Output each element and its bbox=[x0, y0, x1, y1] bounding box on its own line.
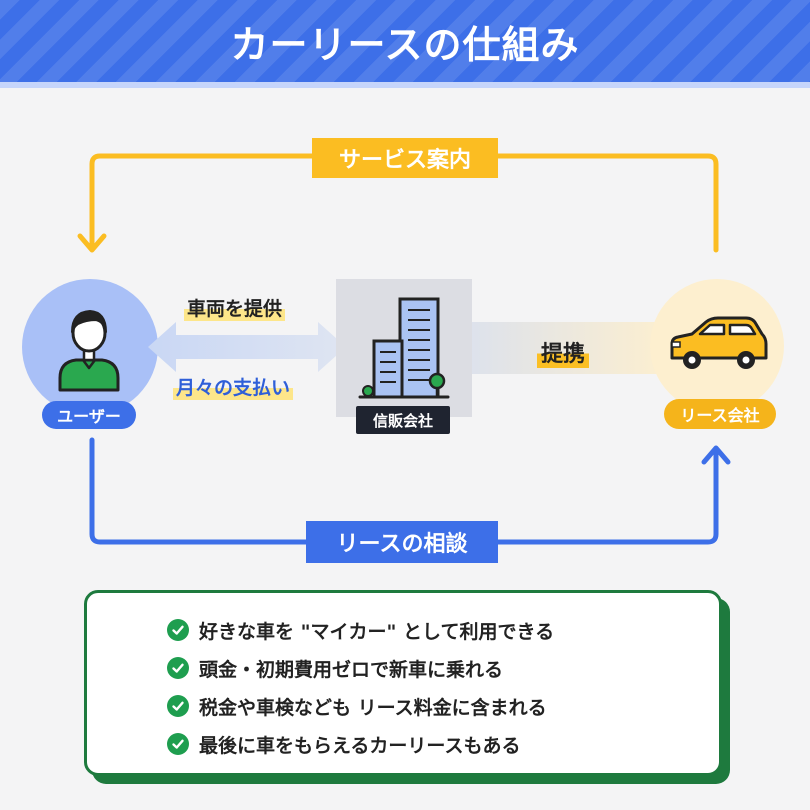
car-icon bbox=[670, 316, 768, 369]
benefit-box: 好きな車を "マイカー" として利用できる 頭金・初期費用ゼロで新車に乗れる 税… bbox=[84, 590, 722, 776]
benefit-text: 税金や車検なども リース料金に含まれる bbox=[199, 696, 547, 719]
partnership-label: 提携 bbox=[537, 336, 590, 368]
monthly-payment-label: 月々の支払い bbox=[173, 373, 294, 400]
benefit-list: 好きな車を "マイカー" として利用できる 頭金・初期費用ゼロで新車に乗れる 税… bbox=[167, 611, 554, 763]
check-circle-icon bbox=[167, 695, 189, 717]
header-rule bbox=[0, 82, 810, 88]
person-icon bbox=[58, 310, 120, 392]
check-circle-icon bbox=[167, 619, 189, 641]
list-item: 税金や車検なども リース料金に含まれる bbox=[167, 687, 554, 725]
benefit-text: 最後に車をもらえるカーリースもある bbox=[199, 734, 521, 757]
header-banner: カーリースの仕組み bbox=[0, 0, 810, 82]
benefit-text: 好きな車を "マイカー" として利用できる bbox=[199, 620, 555, 643]
list-item: 頭金・初期費用ゼロで新車に乗れる bbox=[167, 649, 554, 687]
benefit-text: 頭金・初期費用ゼロで新車に乗れる bbox=[199, 658, 504, 681]
user-label: ユーザー bbox=[42, 401, 136, 429]
page-title: カーリースの仕組み bbox=[230, 22, 580, 67]
lease-consult-label: リースの相談 bbox=[306, 521, 498, 563]
provide-pay-arrow bbox=[148, 322, 346, 372]
service-guide-label: サービス案内 bbox=[312, 138, 498, 178]
building-icon bbox=[358, 297, 450, 399]
consult-arrowhead bbox=[701, 445, 731, 465]
shinpan-label: 信販会社 bbox=[356, 406, 450, 434]
list-item: 好きな車を "マイカー" として利用できる bbox=[167, 611, 554, 649]
check-circle-icon bbox=[167, 657, 189, 679]
service-arrowhead bbox=[77, 233, 107, 253]
provide-vehicle-label: 車両を提供 bbox=[184, 294, 286, 321]
check-circle-icon bbox=[167, 733, 189, 755]
lease-company-label: リース会社 bbox=[664, 399, 776, 429]
list-item: 最後に車をもらえるカーリースもある bbox=[167, 725, 554, 763]
